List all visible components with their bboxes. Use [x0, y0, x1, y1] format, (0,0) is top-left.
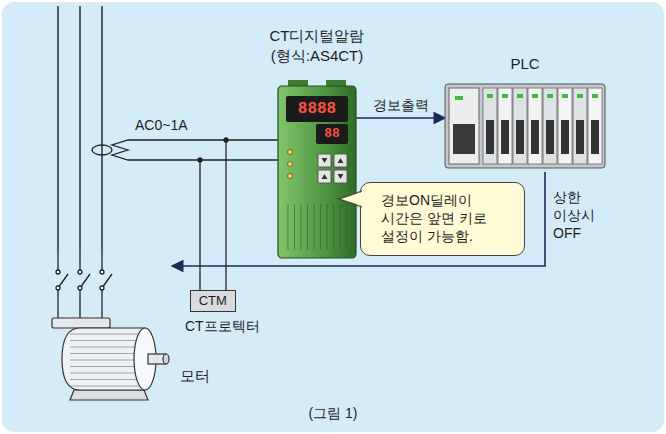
signal-range: AC0~1A [135, 116, 188, 134]
motor-unit-shape [40, 250, 172, 408]
junction-dot [224, 138, 228, 142]
motor-unit: 모터 [40, 250, 172, 408]
display-window [316, 124, 348, 144]
ct-ring [92, 145, 112, 155]
io-module [588, 88, 602, 164]
front-key [318, 170, 331, 183]
callout-note: 경보ON딜레이 시간은 앞면 키로 설정이 가능함. [381, 191, 509, 246]
callout-bubble: 경보ON딜레이 시간은 앞면 키로 설정이 가능함. [360, 182, 525, 256]
ctm-wire [225, 140, 226, 290]
led-digits: 8888 [286, 97, 348, 121]
junction-dot [198, 158, 202, 162]
box-label: CTM [191, 293, 235, 310]
display-window [286, 96, 348, 122]
motor-drawing [52, 318, 169, 400]
plc-rack [445, 84, 605, 168]
io-module [513, 88, 527, 164]
plc-unit: PLC [445, 80, 605, 172]
device-heading: PLC [445, 54, 605, 74]
plc-unit-shape [445, 80, 605, 172]
alarm-unit-body [278, 86, 356, 258]
ctm-wire [199, 160, 200, 290]
front-key [334, 154, 347, 167]
device-heading: CT디지털알람 (형식:AS4CT) [247, 26, 387, 65]
edge-label: 상한 이상시 OFF [553, 188, 601, 243]
ct-wires [92, 138, 278, 290]
io-module [483, 88, 497, 164]
io-module [543, 88, 557, 164]
io-module [573, 88, 587, 164]
io-module [558, 88, 572, 164]
part-name: 모터 [180, 366, 210, 386]
power-lines [58, 6, 102, 250]
io-module [528, 88, 542, 164]
front-key [334, 170, 347, 183]
io-module [498, 88, 512, 164]
led-digits: 88 [316, 124, 348, 144]
figure-caption: (그림 1) [0, 404, 666, 422]
ct-coil-wire [112, 140, 278, 160]
part-name: CT프로텍터 [185, 317, 260, 335]
edge-label: 경보출력 [373, 96, 429, 114]
callout-tail [339, 191, 362, 207]
protector-box: CTMCT프로텍터 [190, 290, 236, 312]
front-key [318, 154, 331, 167]
power-module [449, 88, 479, 164]
signal-arrow [356, 117, 445, 119]
signal-arrow [172, 172, 545, 266]
